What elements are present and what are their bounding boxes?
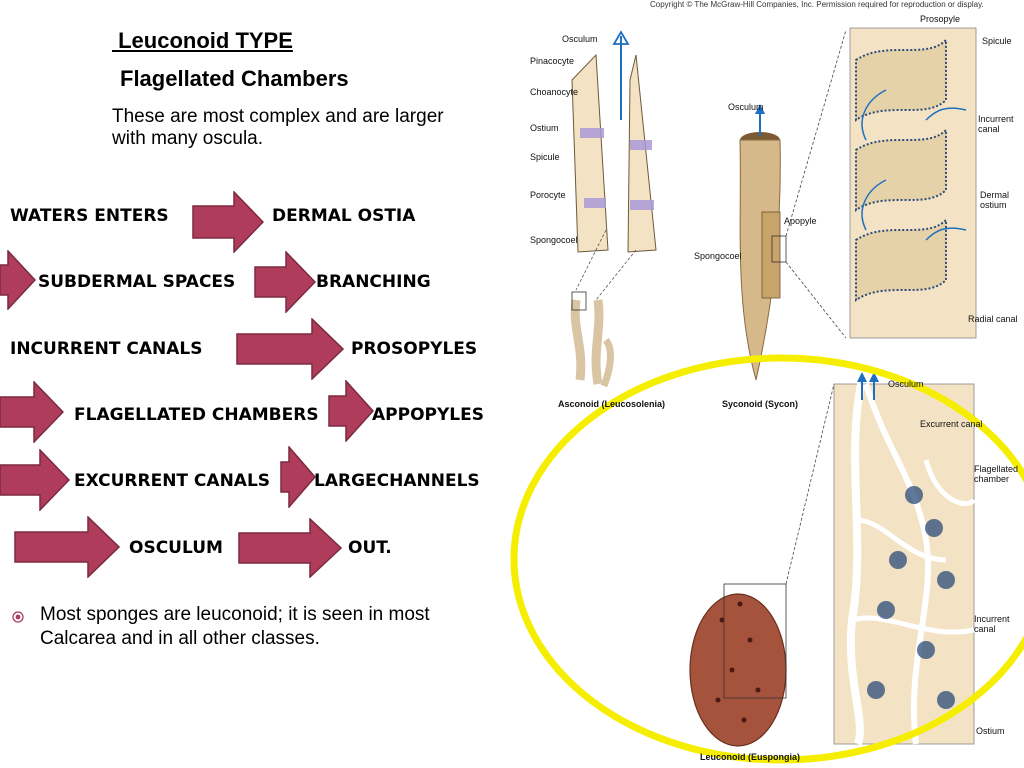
- sponge-body-types-figure: [510, 27, 1024, 764]
- flow-step-waters-enters: WATERS ENTERS: [10, 206, 169, 226]
- syconoid-caption: Syconoid (Sycon): [722, 399, 799, 409]
- slide-subtitle: Flagellated Chambers: [120, 66, 349, 91]
- slide-title: Leuconoid TYPE: [112, 28, 293, 53]
- flow-arrow-icon: [280, 446, 316, 508]
- label-asconoid-6: Spongocoel: [530, 235, 578, 245]
- flow-step-flagellated-chambers: FLAGELLATED CHAMBERS: [74, 405, 319, 425]
- label-asconoid-3: Ostium: [530, 123, 559, 133]
- flow-step-dermal-ostia: DERMAL OSTIA: [272, 206, 416, 226]
- flow-arrow-icon: [236, 318, 344, 380]
- label-leuconoid-0: Osculum: [888, 379, 924, 389]
- label-syconoid-detail-4: Apopyle: [784, 216, 817, 226]
- label-asconoid-0: Osculum: [562, 34, 598, 44]
- label-syconoid-detail-3: Dermal ostium: [980, 190, 1010, 210]
- flow-arrow-icon: [254, 251, 316, 313]
- flow-step-osculum: OSCULUM: [129, 538, 223, 558]
- asconoid-caption: Asconoid (Leucosolenia): [558, 399, 666, 409]
- flow-step-branching: BRANCHING: [316, 272, 431, 292]
- label-asconoid-2: Choanocyte: [530, 87, 579, 97]
- syconoid-body: [739, 29, 847, 381]
- flow-arrow-icon: [328, 380, 374, 442]
- label-leuconoid-3: Incurrent canal: [974, 614, 1010, 634]
- label-asconoid-4: Spicule: [530, 152, 560, 162]
- flow-step-out: OUT.: [348, 538, 392, 558]
- label-syconoid-1: Spongocoel: [694, 251, 742, 261]
- flow-arrow-icon: [14, 516, 120, 578]
- label-asconoid-5: Porocyte: [530, 190, 566, 200]
- leuconoid-caption: Leuconoid (Euspongia): [700, 752, 800, 762]
- flow-step-subdermal-spaces: SUBDERMAL SPACES: [38, 272, 236, 292]
- label-syconoid-detail-2: Incurrent canal: [978, 114, 1014, 134]
- flow-step-incurrent-canals: INCURRENT CANALS: [10, 339, 203, 359]
- flow-arrow-icon: [192, 191, 264, 253]
- flow-arrow-icon: [238, 518, 342, 578]
- syconoid-detail: [849, 27, 977, 339]
- flow-arrow-icon: [0, 381, 64, 443]
- flow-step-largechannels: LARGECHANNELS: [314, 471, 480, 491]
- figure-copyright: Copyright © The McGraw-Hill Companies, I…: [650, 0, 984, 9]
- slide-description: These are most complex and are larger wi…: [112, 106, 444, 149]
- asconoid-colony: [570, 291, 614, 388]
- flow-step-excurrent-canals: EXCURRENT CANALS: [74, 471, 271, 491]
- leuconoid-highlight-ring: [510, 354, 1024, 764]
- leuconoid-detail: [833, 372, 976, 746]
- flow-step-appopyles: APPOPYLES: [372, 405, 484, 425]
- flow-arrow-icon: [0, 250, 36, 310]
- bullet-icon: [12, 611, 24, 623]
- label-syconoid-detail-1: Spicule: [982, 36, 1012, 46]
- label-syconoid-detail-0: Prosopyle: [920, 14, 961, 24]
- asconoid-cross-section: [571, 30, 657, 301]
- label-syconoid-0: Osculum: [728, 102, 764, 112]
- label-leuconoid-1: Excurrent canal: [920, 419, 983, 429]
- label-leuconoid-2: Flagellated chamber: [974, 464, 1019, 484]
- label-syconoid-detail-5: Radial canal: [968, 314, 1018, 324]
- label-leuconoid-4: Ostium: [976, 726, 1005, 736]
- flow-step-prosopyles: PROSOPYLES: [351, 339, 478, 359]
- leuconoid-body: [689, 383, 835, 747]
- flow-arrow-icon: [0, 449, 70, 511]
- label-asconoid-1: Pinacocyte: [530, 56, 575, 66]
- bullet-text: Most sponges are leuconoid; it is seen i…: [40, 604, 430, 649]
